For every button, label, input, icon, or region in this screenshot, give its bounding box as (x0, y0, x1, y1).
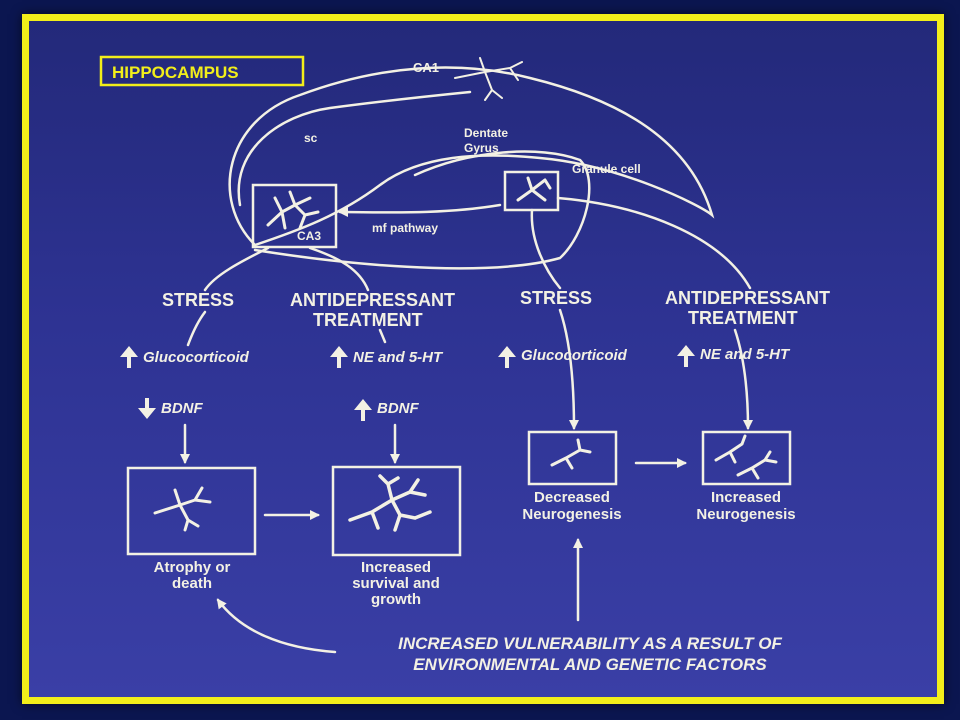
antidep-left-label-1: ANTIDEPRESSANT (290, 290, 455, 310)
stress-right-label: STRESS (520, 288, 592, 308)
decreased-neurogenesis-box (527, 430, 618, 486)
ca1-label: CA1 (413, 60, 439, 75)
decreased-label-2: Neurogenesis (522, 506, 621, 523)
antidep-right-label-1: ANTIDEPRESSANT (665, 288, 830, 308)
glucocorticoid-right-label: Glucocorticoid (521, 347, 628, 364)
atrophy-label-2: death (172, 575, 212, 592)
atrophy-label-1: Atrophy or (154, 559, 231, 576)
ca3-neuron-icon (266, 190, 320, 230)
stress-left-label: STRESS (162, 290, 234, 310)
ne-5ht-left-label: NE and 5-HT (353, 349, 444, 366)
mf-pathway-arrow (338, 203, 502, 218)
title-box (99, 55, 305, 87)
mf-pathway-label: mf pathway (372, 221, 438, 235)
granule-cell-label: Granule cell (572, 162, 641, 176)
ne-5ht-right-label: NE and 5-HT (700, 346, 791, 363)
up-arrow-icon (677, 345, 695, 367)
survival-label-3: growth (371, 591, 421, 608)
bdnf-up-label: BDNF (377, 400, 419, 417)
increased-neurogenesis-box (701, 430, 792, 486)
title-label: HIPPOCAMPUS (112, 63, 239, 82)
survival-label-2: survival and (352, 575, 440, 592)
granule-to-stress-line (530, 208, 562, 290)
ca3-to-stress-line (203, 246, 270, 292)
down-arrow-icon (138, 398, 156, 419)
decreased-label-1: Decreased (534, 489, 610, 506)
atrophy-box (126, 466, 257, 556)
survival-label-1: Increased (361, 559, 431, 576)
up-arrow-icon (120, 346, 138, 368)
increased-label-1: Increased (711, 489, 781, 506)
antidep-right-label-2: TREATMENT (688, 308, 798, 328)
hippocampus-inner-curve (237, 90, 472, 207)
atrophy-neuron-icon (153, 486, 212, 532)
ca3-label: CA3 (297, 229, 321, 243)
survival-box (331, 465, 462, 557)
ca3-to-antidep-line (308, 246, 370, 292)
vulnerability-label-2: ENVIRONMENTAL AND GENETIC FACTORS (413, 655, 767, 674)
granule-to-antidep-line (556, 196, 752, 290)
sc-label: sc (304, 131, 318, 145)
increased-neuron-icon-1 (714, 434, 747, 464)
survival-neuron-icon (348, 474, 432, 532)
ca1-neuron-icon (454, 57, 523, 101)
dentate-gyrus-curve (253, 150, 591, 270)
up-arrow-icon (330, 346, 348, 368)
vulnerability-label-1: INCREASED VULNERABILITY AS A RESULT OF (398, 634, 782, 653)
bdnf-down-label: BDNF (161, 400, 203, 417)
up-arrow-icon (498, 346, 516, 368)
increased-label-2: Neurogenesis (696, 506, 795, 523)
ca3-box (251, 183, 338, 249)
hippocampus-outline (228, 66, 715, 247)
antidep-right-arrow (733, 328, 753, 430)
vulnerability-curve-arrow (216, 598, 337, 654)
up-arrow-icon (354, 399, 372, 421)
stress-right-arrow (558, 308, 579, 430)
slide-frame (22, 14, 944, 704)
glucocorticoid-left-label: Glucocorticoid (143, 349, 250, 366)
increased-neuron-icon-2 (736, 450, 778, 480)
antidep-left-label-2: TREATMENT (313, 310, 423, 330)
stress-left-line (186, 310, 207, 347)
antidep-left-line (378, 328, 387, 344)
decreased-neuron-icon (550, 438, 592, 470)
granule-neuron-icon (516, 176, 552, 202)
dentate-label: Dentate (464, 126, 508, 140)
gyrus-label: Gyrus (464, 141, 499, 155)
